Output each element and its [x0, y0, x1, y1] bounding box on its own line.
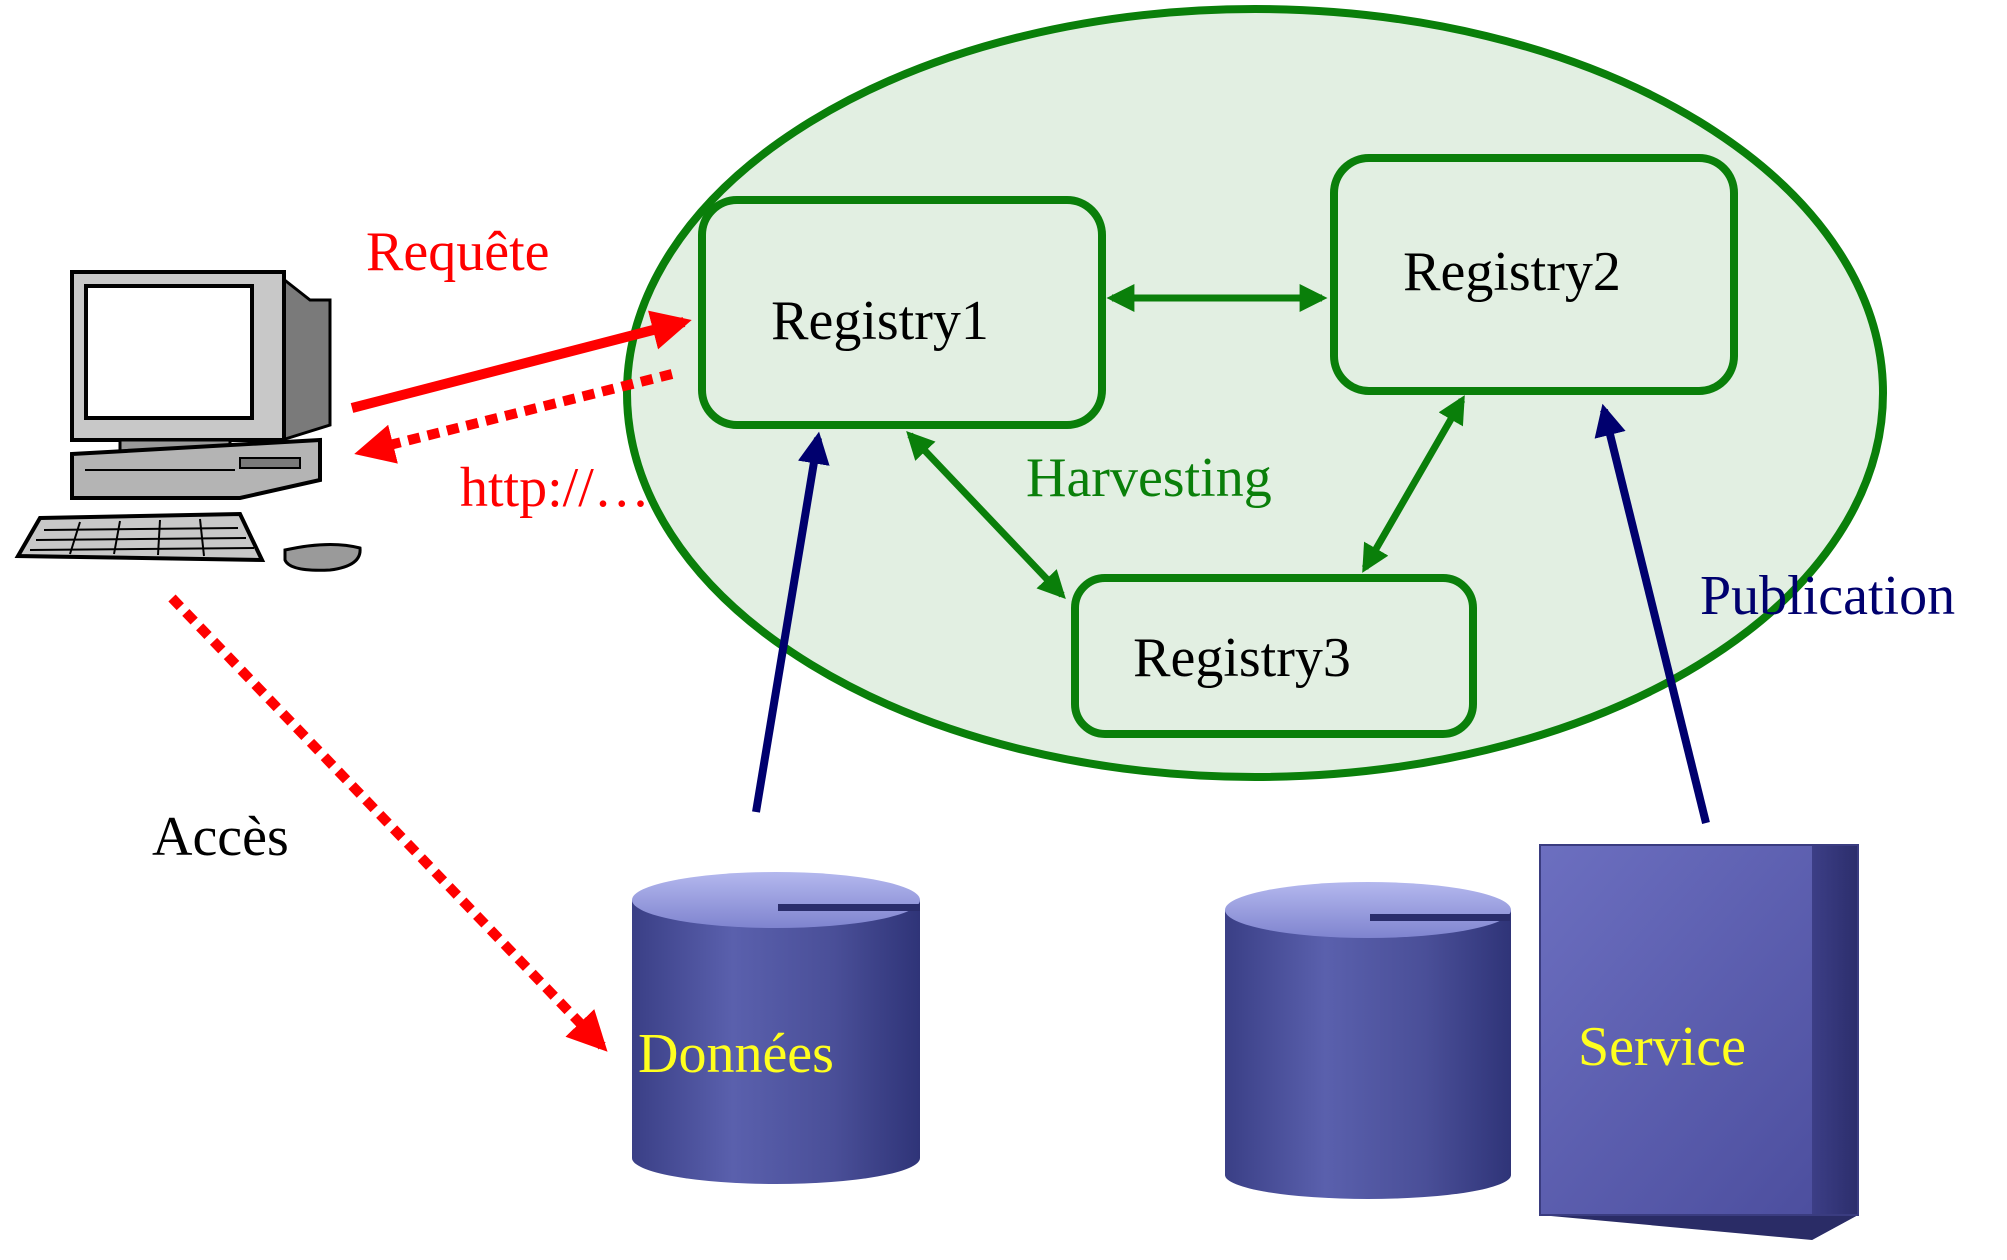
registry2-label: Registry2	[1403, 241, 1621, 303]
registry3-box[interactable]: Registry3	[1071, 574, 1477, 738]
harvesting-label: Harvesting	[1026, 447, 1272, 509]
harvest-arrow-r1-r3	[906, 430, 1066, 600]
publication-arrow-service	[1594, 403, 1710, 824]
registry2-box[interactable]: Registry2	[1330, 154, 1738, 395]
computer-icon	[14, 270, 362, 572]
database-icon	[632, 872, 920, 1184]
registry1-box[interactable]: Registry1	[698, 196, 1106, 429]
registry3-label: Registry3	[1133, 627, 1351, 689]
response-arrow	[354, 369, 674, 464]
service-label: Service	[1578, 1016, 1746, 1078]
database-icon-service	[1225, 882, 1511, 1199]
publication-label: Publication	[1700, 565, 1955, 627]
publication-arrow-data	[752, 431, 830, 813]
access-arrow	[168, 594, 608, 1052]
harvest-arrow-r2-r3	[1361, 395, 1466, 573]
http-label: http://…	[460, 457, 650, 519]
donnees-label: Données	[638, 1023, 834, 1085]
registry1-label: Registry1	[771, 290, 989, 352]
requete-label: Requête	[366, 221, 549, 283]
acces-label: Accès	[152, 806, 289, 868]
server-cube-icon	[1539, 844, 1859, 1240]
request-arrow	[350, 310, 692, 413]
